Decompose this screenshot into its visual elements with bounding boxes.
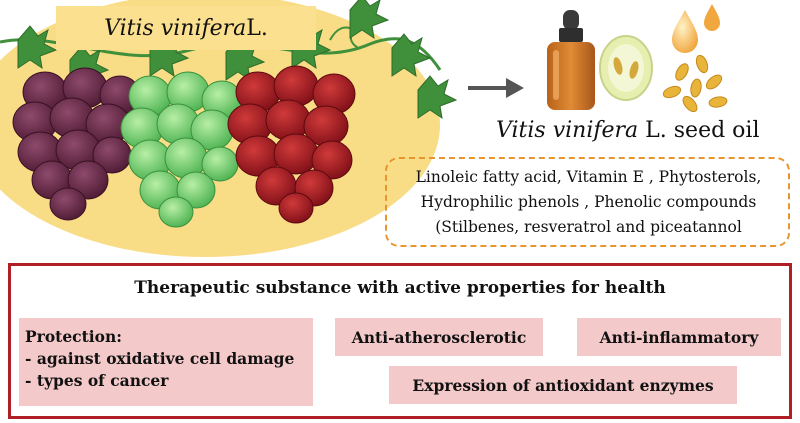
grape-bunch-purple-icon — [12, 67, 141, 221]
grape-bunch-green-icon — [120, 71, 243, 228]
anti-atherosclerotic-box: Anti-atherosclerotic — [335, 318, 543, 356]
oil-drop-icon — [672, 4, 720, 53]
protection-item: - types of cancer — [25, 371, 169, 390]
protection-item: - against oxidative cell damage — [25, 349, 295, 368]
antioxidant-enzymes-box: Expression of antioxidant enzymes — [389, 366, 737, 404]
seed-oil-title: Vitis vinifera L. seed oil — [496, 118, 796, 143]
compounds-line: Linoleic fatty acid, Vitamin E , Phytost… — [415, 168, 762, 186]
dropper-bottle-icon — [547, 10, 595, 110]
seed-oil-title-suffix: L. seed oil — [638, 118, 760, 143]
species-title-italic: Vitis vinifera — [104, 15, 247, 41]
compounds-line: Hydrophilic phenols , Phenolic compounds — [420, 193, 757, 211]
grape-seed-icon — [662, 54, 728, 113]
species-title-suffix: L. — [246, 15, 268, 41]
arrow-right-icon — [468, 78, 524, 98]
protection-box: Protection: - against oxidative cell dam… — [19, 318, 313, 406]
properties-panel: Therapeutic substance with active proper… — [8, 263, 792, 419]
compounds-box: Linoleic fatty acid, Vitamin E , Phytost… — [385, 157, 790, 247]
protection-heading: Protection: — [25, 327, 122, 346]
grape-seed-section-icon — [599, 35, 653, 101]
grape-bunch-red-icon — [227, 65, 356, 224]
species-title: Vitis vinifera L. — [56, 6, 316, 50]
compounds-line: (Stilbenes, resveratrol and piceatannol — [435, 218, 742, 236]
seed-oil-title-italic: Vitis vinifera — [496, 118, 639, 143]
anti-inflammatory-box: Anti-inflammatory — [577, 318, 781, 356]
properties-title: Therapeutic substance with active proper… — [134, 278, 666, 298]
